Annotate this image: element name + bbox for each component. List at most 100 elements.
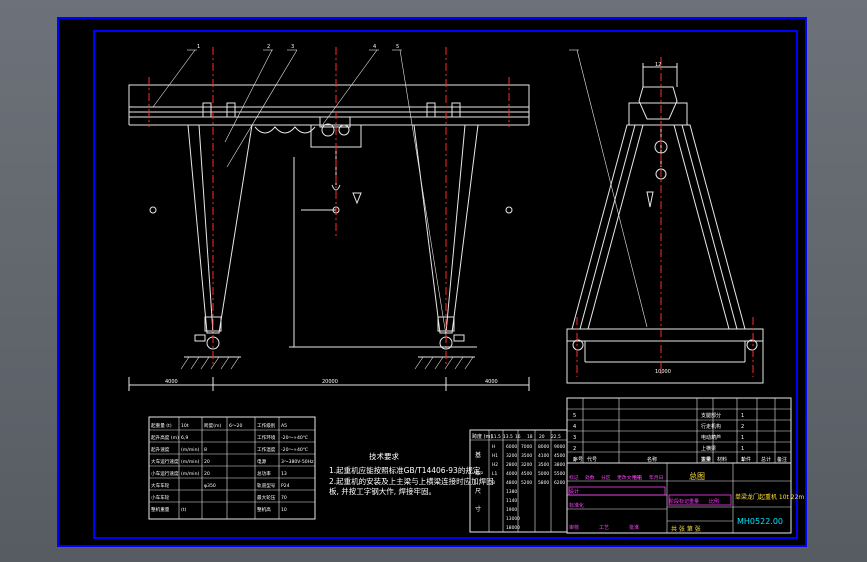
dims-cell: 4000 xyxy=(506,471,517,477)
title-name: 单梁龙门起重机 10t 22m xyxy=(735,493,804,501)
dims-cell: 3200 xyxy=(521,462,532,468)
title-company: 总图 xyxy=(689,471,705,481)
front-view xyxy=(128,47,530,391)
bom-header-cell: 序号 xyxy=(573,456,583,463)
note-line-2: 2.起重机的安装及上主梁与上横梁连接时应加焊固 xyxy=(329,476,494,486)
params-cell: 70 xyxy=(281,495,287,501)
drawing-number: MH0522.00 xyxy=(737,517,783,526)
params-cell: 大车运行速度 xyxy=(151,458,179,465)
part-marker-2: 2 xyxy=(267,44,270,50)
params-cell: P24 xyxy=(281,483,290,489)
params-cell: 总功率 xyxy=(257,470,271,477)
bom-cell: 2 xyxy=(573,446,576,452)
bom-cell: 电动葫芦 xyxy=(701,434,721,441)
title-label: 批准 xyxy=(629,524,639,531)
params-cell: 整机重量 xyxy=(151,506,170,513)
params-cell: 工作级别 xyxy=(257,422,276,429)
bom-header-cell: 数量 xyxy=(701,456,711,463)
dims-col-header: 11.5 xyxy=(491,434,501,440)
params-cell: 6,9 xyxy=(181,435,188,441)
bom-cell: 1 xyxy=(741,457,744,463)
side-view xyxy=(566,49,764,384)
dims-table-header: 跨度 (m) xyxy=(472,433,492,440)
params-cell: 小车运行速度 xyxy=(151,470,179,477)
title-label: 标准化 xyxy=(569,502,584,509)
params-cell: (m/min) xyxy=(181,447,199,453)
inner-frame xyxy=(93,30,798,539)
dims-side-label: 本 xyxy=(475,469,481,477)
dims-cell: 3200 xyxy=(506,453,517,459)
dims-cell: 4500 xyxy=(521,471,532,477)
params-table-frame xyxy=(148,416,316,520)
title-labels: 标记处数分区更改文件号签名年月日设计标准化阶段标记重量比例审核工艺批准共 张 第… xyxy=(569,474,719,533)
params-cell: 轨道型号 xyxy=(257,482,276,489)
dims-cell: 3500 xyxy=(521,453,532,459)
params-cell: φ350 xyxy=(204,483,216,489)
title-label: 处数 xyxy=(585,474,595,481)
bom-header-cell: 单件 xyxy=(741,456,751,463)
dim-right: 4000 xyxy=(485,379,498,385)
side-dim-top: 12 xyxy=(655,62,661,68)
params-cell: 整机高 xyxy=(257,506,271,513)
params-cell: 起升高度 (m) xyxy=(151,434,179,441)
bom-cell: 4 xyxy=(573,424,576,430)
note-line-3: 板, 并按工字钢大作, 焊接牢固。 xyxy=(329,486,436,496)
bom-cell: 上横梁 xyxy=(701,445,716,452)
drawing-sheet[interactable]: 4000 20000 4000 1 2 3 4 5 12 100 xyxy=(57,17,807,547)
dims-cell: 4100 xyxy=(538,453,549,459)
dims-cell: 6200 xyxy=(554,480,565,486)
title-label: 比例 xyxy=(709,498,719,505)
dims-col-header: 18 xyxy=(527,434,533,440)
dims-col-header: 20 xyxy=(539,434,545,440)
bom-cell: 主梁 xyxy=(701,456,711,463)
dims-row-key: H1 xyxy=(492,453,498,459)
bom-header-cell: 代号 xyxy=(587,456,597,463)
outer-frame xyxy=(57,17,807,547)
params-cell: 8 xyxy=(204,447,207,453)
dims-cell: 9000 xyxy=(554,444,565,450)
dims-side-label: 尺 xyxy=(475,488,481,495)
params-cell: -20～+40℃ xyxy=(281,435,308,441)
bom-cell: 1 xyxy=(741,413,744,419)
bom-cell: 行走机构 xyxy=(701,423,721,430)
title-block-frame xyxy=(566,462,792,534)
params-cell: 工作环境 xyxy=(257,434,276,441)
side-dim-bottom: 10000 xyxy=(655,369,671,375)
bom-cell: 支腿部分 xyxy=(701,412,721,419)
title-label: 共 张 第 张 xyxy=(671,525,701,533)
params-cell: 10 xyxy=(281,507,287,513)
bom-header-cell: 备注 xyxy=(777,456,787,463)
dims-cell: 1900 xyxy=(506,507,517,513)
part-marker-1: 1 xyxy=(197,44,200,50)
params-cell: 6～20 xyxy=(229,423,242,429)
bom-cell: 1 xyxy=(741,435,744,441)
params-cell: 起重量 (t) xyxy=(151,422,172,429)
dims-cell: 8000 xyxy=(538,444,549,450)
dims-cell: 4500 xyxy=(554,453,565,459)
bom-frame xyxy=(566,397,792,464)
dims-cell: 7000 xyxy=(521,444,532,450)
dims-cell: 5000 xyxy=(538,471,549,477)
part-marker-5: 5 xyxy=(396,44,399,50)
dims-cell: 2800 xyxy=(506,462,517,468)
bom-cell: 1 xyxy=(741,446,744,452)
params-cell: 3～380V-50Hz xyxy=(281,459,314,465)
dims-cell: 13000 xyxy=(506,516,520,522)
dims-cell: 5800 xyxy=(538,480,549,486)
dims-cell: 18000 xyxy=(506,525,520,531)
params-cell: 20 xyxy=(204,459,210,465)
params-cell: (m/min) xyxy=(181,459,199,465)
params-cell: 最大轮压 xyxy=(257,494,276,501)
bom-cell: 2 xyxy=(741,424,744,430)
dim-left: 4000 xyxy=(165,379,178,385)
title-label: 审核 xyxy=(569,524,579,531)
title-label: 年月日 xyxy=(649,474,663,481)
params-cell: 20 xyxy=(204,471,210,477)
params-cell: -20～+40℃ xyxy=(281,447,308,453)
dims-cell: 3500 xyxy=(538,462,549,468)
dim-center: 20000 xyxy=(322,379,338,385)
params-cell: 10t xyxy=(181,423,189,429)
params-cell: (t) xyxy=(181,507,187,513)
